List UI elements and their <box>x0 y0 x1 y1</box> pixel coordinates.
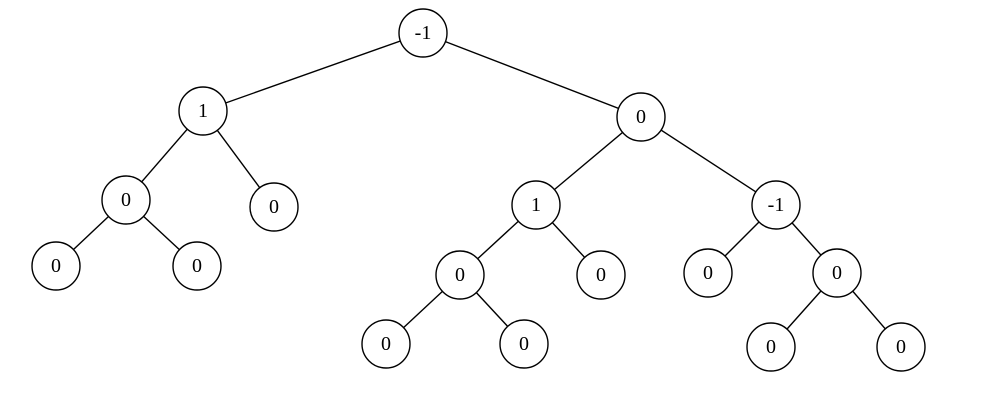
node-label: 0 <box>455 264 465 286</box>
node-label: 0 <box>381 333 391 355</box>
tree-node: 0 <box>576 250 626 300</box>
node-label: 1 <box>198 100 208 122</box>
tree-node: 0 <box>746 322 796 372</box>
tree-node: -1 <box>751 180 801 230</box>
tree-node: 0 <box>249 182 299 232</box>
tree-node: 0 <box>31 241 81 291</box>
node-label: 0 <box>269 196 279 218</box>
node-circle <box>683 248 733 298</box>
node-circle <box>812 248 862 298</box>
node-label: 0 <box>192 255 202 277</box>
node-label: 0 <box>51 255 61 277</box>
node-circle <box>499 319 549 369</box>
tree-node: 0 <box>435 250 485 300</box>
node-circle <box>746 322 796 372</box>
tree-node: 0 <box>172 241 222 291</box>
tree-nodes: -1 1 0 0 0 0 0 1 -1 0 0 0 0 0 0 0 0 <box>31 8 926 372</box>
node-label: 1 <box>531 194 541 216</box>
tree-node: 1 <box>178 86 228 136</box>
node-label: 0 <box>766 336 776 358</box>
tree-node: 0 <box>812 248 862 298</box>
tree-node: 0 <box>616 92 666 142</box>
tree-node: -1 <box>398 8 448 58</box>
node-label: 0 <box>121 189 131 211</box>
tree-node: 0 <box>683 248 733 298</box>
node-label: 0 <box>832 262 842 284</box>
node-label: 0 <box>596 264 606 286</box>
node-circle <box>576 250 626 300</box>
node-circle <box>101 175 151 225</box>
node-label: 0 <box>703 262 713 284</box>
node-label: -1 <box>415 22 432 44</box>
node-circle <box>751 180 801 230</box>
tree-node: 0 <box>361 319 411 369</box>
node-label: -1 <box>768 194 785 216</box>
node-label: 0 <box>519 333 529 355</box>
node-circle <box>178 86 228 136</box>
node-label: 0 <box>896 336 906 358</box>
node-circle <box>876 322 926 372</box>
tree-edge <box>640 116 777 206</box>
node-circle <box>172 241 222 291</box>
node-label: 0 <box>636 106 646 128</box>
node-circle <box>31 241 81 291</box>
node-circle <box>616 92 666 142</box>
tree-node: 1 <box>511 180 561 230</box>
node-circle <box>249 182 299 232</box>
node-circle <box>361 319 411 369</box>
node-circle <box>511 180 561 230</box>
node-circle <box>435 250 485 300</box>
tree-node: 0 <box>499 319 549 369</box>
node-circle <box>398 8 448 58</box>
tree-edge <box>202 32 424 112</box>
tree-edge <box>422 32 642 118</box>
tree-node: 0 <box>101 175 151 225</box>
tree-node: 0 <box>876 322 926 372</box>
